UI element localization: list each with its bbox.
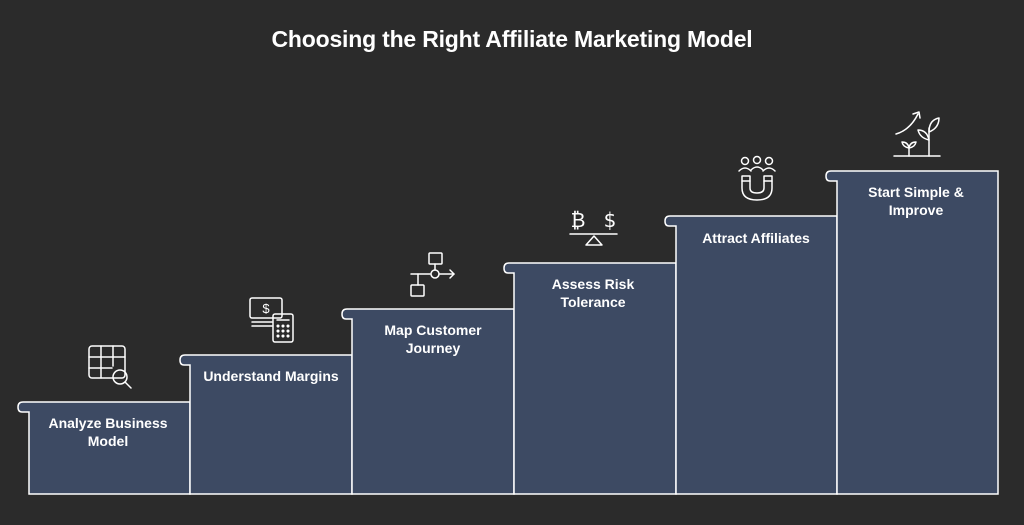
step-4 bbox=[503, 262, 677, 495]
step-1-label: Analyze Business Model bbox=[48, 415, 168, 449]
growth-plant-icon bbox=[893, 111, 941, 157]
step-2-label: Understand Margins bbox=[203, 368, 339, 384]
svg-text:₿: ₿ bbox=[571, 208, 586, 232]
step-2 bbox=[179, 354, 353, 495]
step-6-label: Start Simple & Improve bbox=[868, 184, 964, 218]
diagram-title: Choosing the Right Affiliate Marketing M… bbox=[271, 26, 753, 52]
step-3 bbox=[341, 308, 515, 495]
svg-text:$: $ bbox=[604, 208, 617, 232]
currency-balance-icon: ₿ $ bbox=[569, 208, 618, 246]
flowchart-icon bbox=[410, 252, 455, 297]
step-1 bbox=[17, 401, 191, 495]
step-3-label: Map Customer Journey bbox=[384, 322, 482, 356]
people-magnet-icon bbox=[738, 155, 776, 201]
step-6 bbox=[825, 170, 999, 495]
svg-text:$: $ bbox=[262, 301, 270, 316]
step-5-label: Attract Affiliates bbox=[702, 230, 810, 246]
money-calculator-icon: $ bbox=[249, 297, 294, 343]
step-5 bbox=[664, 215, 838, 495]
step-4-label: Assess Risk Tolerance bbox=[551, 276, 635, 310]
spreadsheet-search-icon bbox=[88, 345, 132, 389]
